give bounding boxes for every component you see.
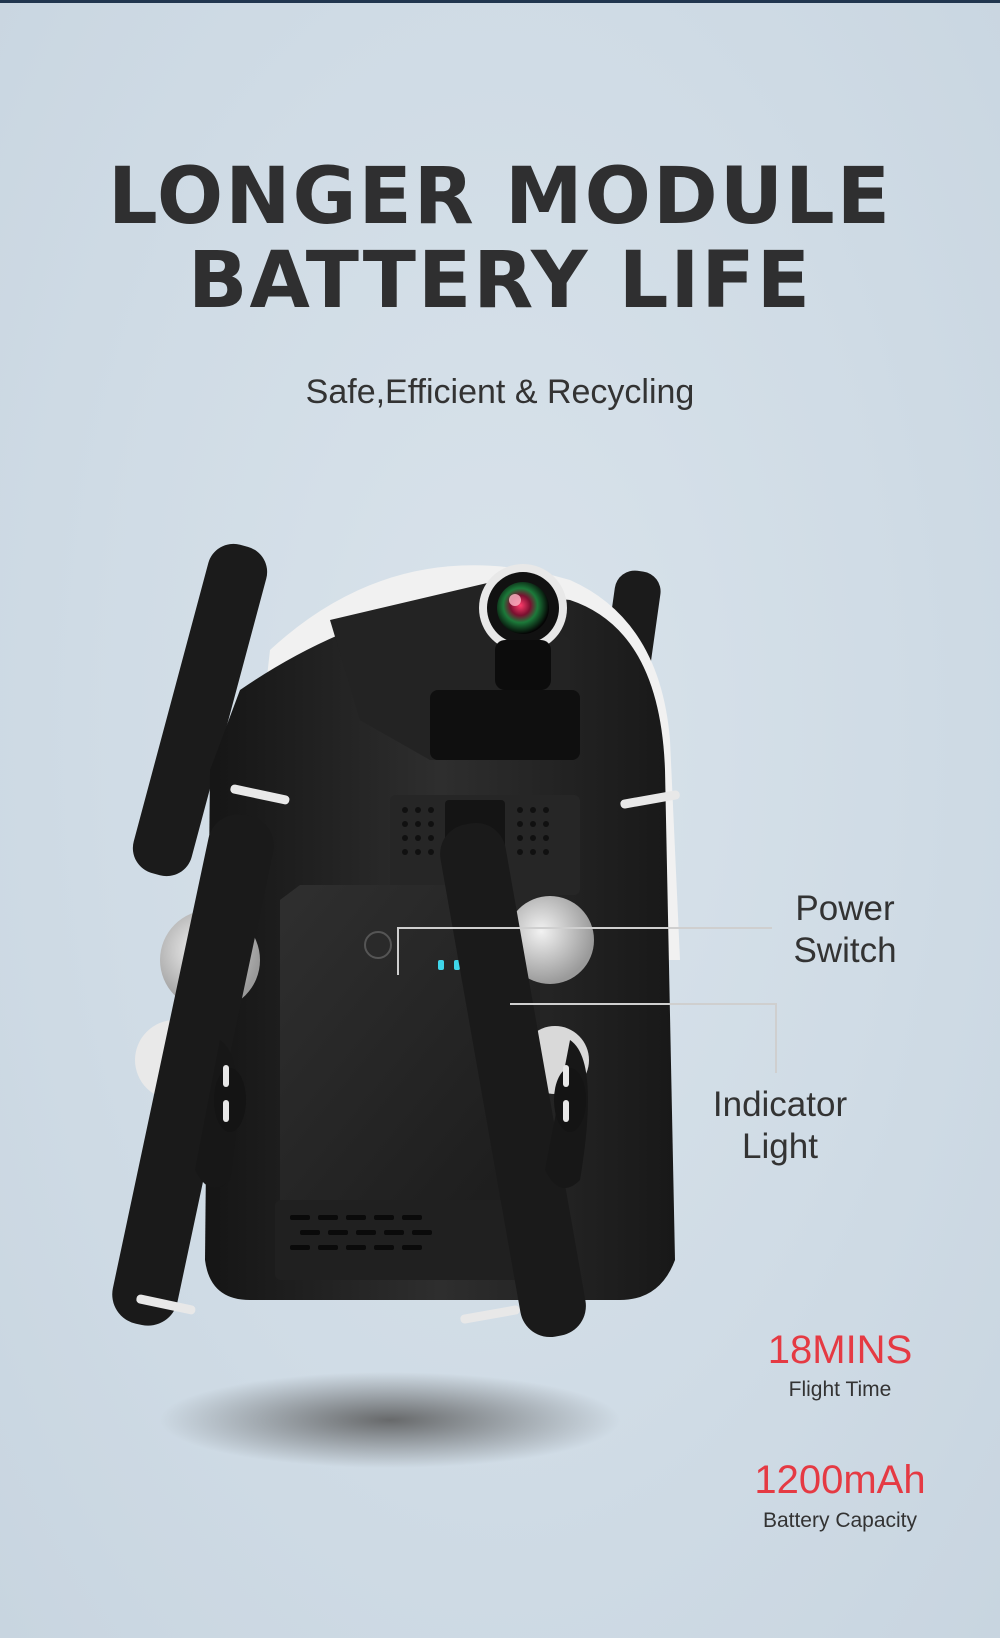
indicator-light-label-2: Light: [742, 1127, 818, 1166]
subtitle: Safe,Efficient & Recycling: [305, 373, 695, 411]
headline: LONGER MODULE BATTERY LIFE: [0, 155, 1000, 323]
stat-flight-time-label: Flight Time: [788, 1378, 892, 1401]
ground-shadow: [160, 1372, 620, 1468]
stat-flight-time-value: 18MINS: [767, 1328, 913, 1372]
drone-illustration: [112, 543, 680, 1468]
camera-lens: [497, 582, 549, 634]
power-switch-callout: Power Switch: [760, 888, 930, 972]
stat-battery-capacity-label: Battery Capacity: [762, 1509, 918, 1532]
stat-battery-capacity-value: 1200mAh: [754, 1458, 926, 1502]
power-switch-button: [364, 931, 392, 959]
headline-line-2: BATTERY LIFE: [188, 236, 812, 326]
indicator-light-callout: Indicator Light: [680, 1084, 880, 1168]
power-switch-label-2: Switch: [793, 931, 897, 970]
top-border: [0, 0, 1000, 3]
propeller-right: [545, 1040, 588, 1188]
headline-line-1: LONGER MODULE: [107, 152, 893, 242]
indicator-light-label-1: Indicator: [712, 1085, 848, 1124]
arm-top-left: [132, 543, 268, 877]
arm-front-left: [112, 784, 290, 1326]
power-switch-label-1: Power: [795, 889, 895, 928]
propeller-left: [195, 1040, 246, 1188]
